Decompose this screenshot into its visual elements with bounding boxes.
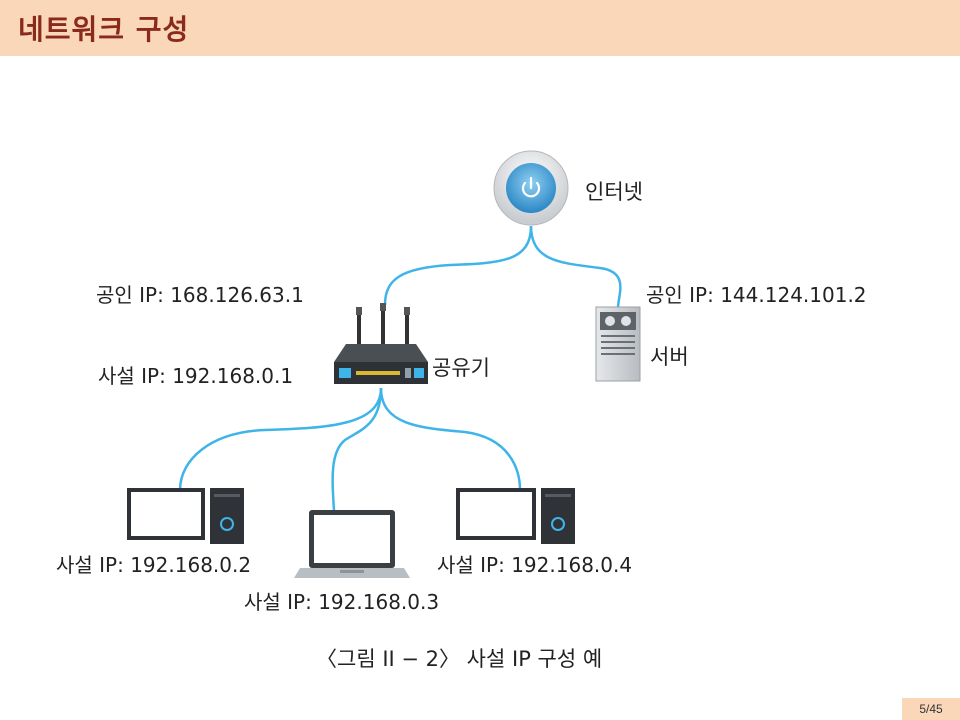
- connection-lines: [178, 225, 622, 511]
- link-internet-router: [383, 225, 533, 306]
- page-number: 5/45: [902, 698, 960, 720]
- link-router-pc1: [178, 387, 383, 491]
- router-public-ip: 공인 IP: 168.126.63.1: [96, 283, 304, 307]
- desktop-pc-1-icon: [127, 488, 244, 544]
- desktop-pc-3-icon: [456, 488, 575, 544]
- internet-icon: [493, 150, 569, 226]
- server-icon: [595, 306, 641, 382]
- link-internet-server: [529, 225, 622, 309]
- router-label: 공유기: [432, 356, 490, 380]
- title-bar: 네트워크 구성: [0, 0, 960, 56]
- link-router-laptop: [331, 387, 383, 511]
- laptop-icon: [294, 510, 410, 578]
- server-public-ip: 공인 IP: 144.124.101.2: [646, 283, 867, 307]
- router-icon: [334, 303, 428, 384]
- page-title: 네트워크 구성: [18, 13, 190, 46]
- client-2-ip: 사설 IP: 192.168.0.3: [244, 590, 440, 614]
- internet-label: 인터넷: [585, 180, 643, 204]
- router-private-ip: 사설 IP: 192.168.0.1: [98, 364, 294, 388]
- server-label: 서버: [650, 345, 689, 369]
- figure-caption: 〈그림 II − 2〉 사설 IP 구성 예: [316, 647, 603, 671]
- client-1-ip: 사설 IP: 192.168.0.2: [56, 553, 252, 577]
- client-3-ip: 사설 IP: 192.168.0.4: [437, 553, 633, 577]
- link-router-pc3: [379, 387, 522, 491]
